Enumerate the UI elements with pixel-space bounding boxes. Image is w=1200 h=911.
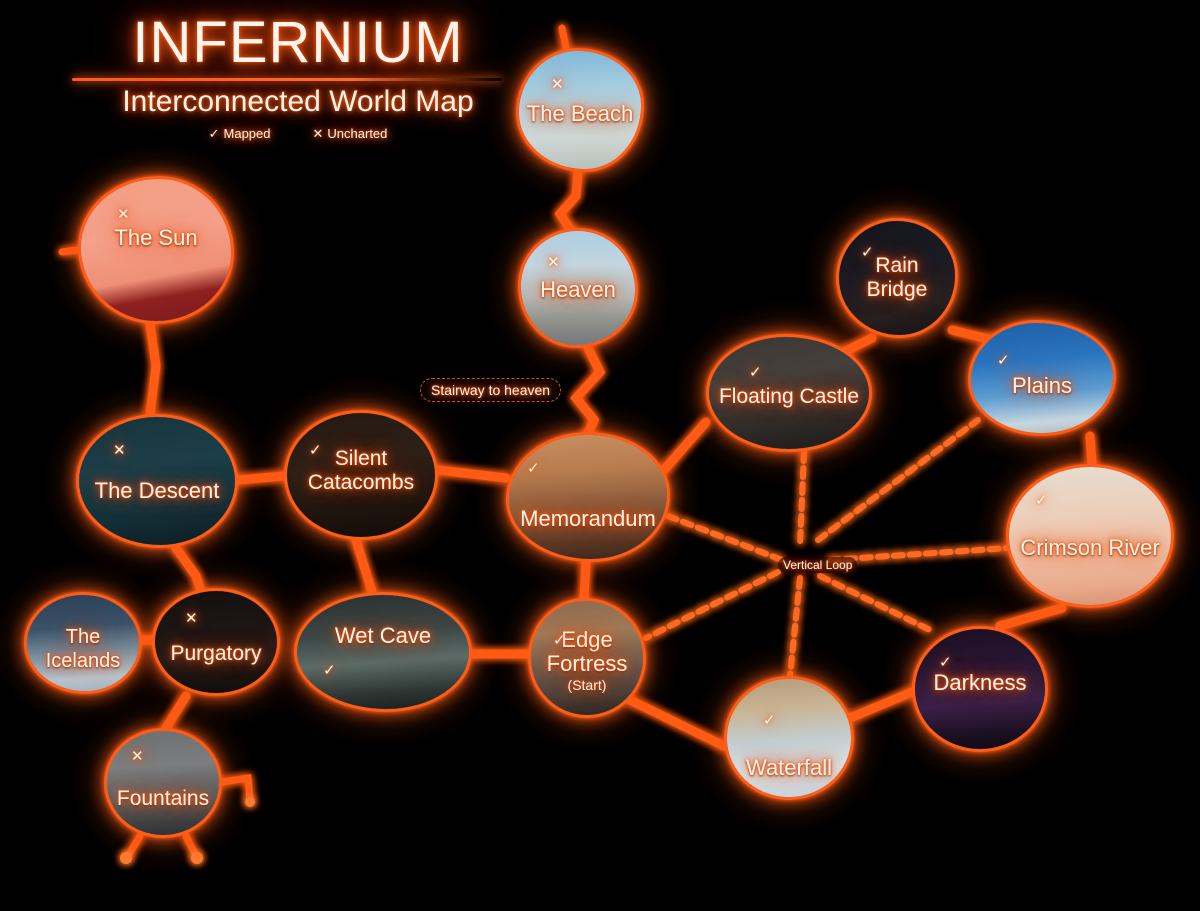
- map-node-fountains[interactable]: ✕Fountains: [104, 728, 222, 838]
- node-thumbnail-silent-catacombs: [287, 413, 435, 537]
- node-thumbnail-darkness: [915, 629, 1045, 749]
- map-node-wet-cave[interactable]: ✓Wet Cave: [294, 592, 472, 712]
- edge-memorandum-edgefortress: [579, 557, 591, 603]
- dot-fountains-b: [120, 852, 132, 864]
- map-node-the-beach[interactable]: ✕The Beach: [516, 48, 644, 172]
- edge-group-solid: [137, 167, 1097, 751]
- node-thumbnail-rain-bridge: [839, 221, 955, 335]
- node-thumbnail-crimson-river: [1009, 467, 1171, 605]
- edge-descent-purgatory: [171, 543, 205, 593]
- map-node-the-icelands[interactable]: The Icelands: [24, 592, 142, 694]
- map-node-darkness[interactable]: ✓Darkness: [912, 626, 1048, 752]
- edge-waterfall-darkness: [845, 687, 917, 723]
- edge-label-stairway-to-heaven: Stairway to heaven: [420, 378, 562, 402]
- edge-catacombs-wetcave: [351, 535, 377, 597]
- edge-label-vertical-loop: Vertical Loop: [778, 557, 858, 573]
- map-node-floating-castle[interactable]: ✓Floating Castle: [706, 334, 872, 452]
- edge-catacombs-memorandum: [433, 465, 511, 483]
- edge-verticalloop-edgefortress: [643, 569, 781, 641]
- node-thumbnail-floating-castle: [709, 337, 869, 449]
- edge-plains-crimsonriver: [1085, 431, 1097, 469]
- edge-edgefortress-waterfall: [625, 695, 729, 751]
- node-thumbnail-waterfall: [727, 679, 851, 797]
- map-node-rain-bridge[interactable]: ✓Rain Bridge: [836, 218, 958, 338]
- edge-beach-heaven: [554, 167, 583, 237]
- edge-group-dashed: [643, 417, 1011, 679]
- map-node-crimson-river[interactable]: ✓Crimson River: [1006, 464, 1174, 608]
- node-thumbnail-the-sun: [81, 179, 231, 321]
- map-node-the-sun[interactable]: ✕The Sun: [78, 176, 234, 324]
- map-node-edge-fortress[interactable]: ✓Edge Fortress(Start): [528, 598, 646, 718]
- map-node-silent-catacombs[interactable]: ✓Silent Catacombs: [284, 410, 438, 540]
- edge-verticalloop-waterfall: [787, 575, 803, 679]
- edge-verticalloop-darkness: [817, 573, 933, 633]
- edge-floatingcastle-verticalloop: [797, 449, 807, 548]
- stub-beach-top: [558, 24, 570, 52]
- edge-descent-catacombs: [233, 471, 289, 485]
- node-connector-stubs: [58, 24, 570, 860]
- stub-fountains-a: [218, 773, 254, 804]
- map-node-the-descent[interactable]: ✕The Descent: [76, 414, 238, 548]
- node-thumbnail-the-beach: [519, 51, 641, 169]
- edge-memorandum-verticalloop: [665, 513, 785, 563]
- map-node-waterfall[interactable]: ✓Waterfall: [724, 676, 854, 800]
- node-connector-dots: [120, 797, 255, 864]
- edge-memorandum-floatingcastle: [659, 417, 711, 475]
- map-node-heaven[interactable]: ✕Heaven: [518, 228, 638, 348]
- node-thumbnail-purgatory: [155, 591, 277, 693]
- node-thumbnail-the-descent: [79, 417, 235, 545]
- dot-fountains-a: [245, 797, 255, 807]
- stub-fountains-b: [124, 832, 144, 860]
- node-thumbnail-heaven: [521, 231, 635, 345]
- stub-sun-left: [58, 246, 82, 256]
- edge-purgatory-fountains: [161, 691, 191, 733]
- edge-verticalloop-crimsonriver: [827, 545, 1011, 563]
- dot-fountains-c: [191, 852, 203, 864]
- edge-sun-descent: [145, 319, 161, 419]
- node-thumbnail-plains: [971, 323, 1113, 433]
- map-node-purgatory[interactable]: ✕Purgatory: [152, 588, 280, 696]
- map-node-memorandum[interactable]: ✓Memorandum: [506, 432, 670, 562]
- map-node-plains[interactable]: ✓Plains: [968, 320, 1116, 436]
- edge-heaven-memorandum: [570, 343, 606, 443]
- node-thumbnail-fountains: [107, 731, 219, 835]
- node-thumbnail-memorandum: [509, 435, 667, 559]
- edge-verticalloop-plains: [815, 417, 981, 543]
- edge-darkness-crimsonriver: [995, 603, 1067, 631]
- node-thumbnail-edge-fortress: [531, 601, 643, 715]
- node-thumbnail-wet-cave: [297, 595, 469, 709]
- node-thumbnail-the-icelands: [27, 595, 139, 691]
